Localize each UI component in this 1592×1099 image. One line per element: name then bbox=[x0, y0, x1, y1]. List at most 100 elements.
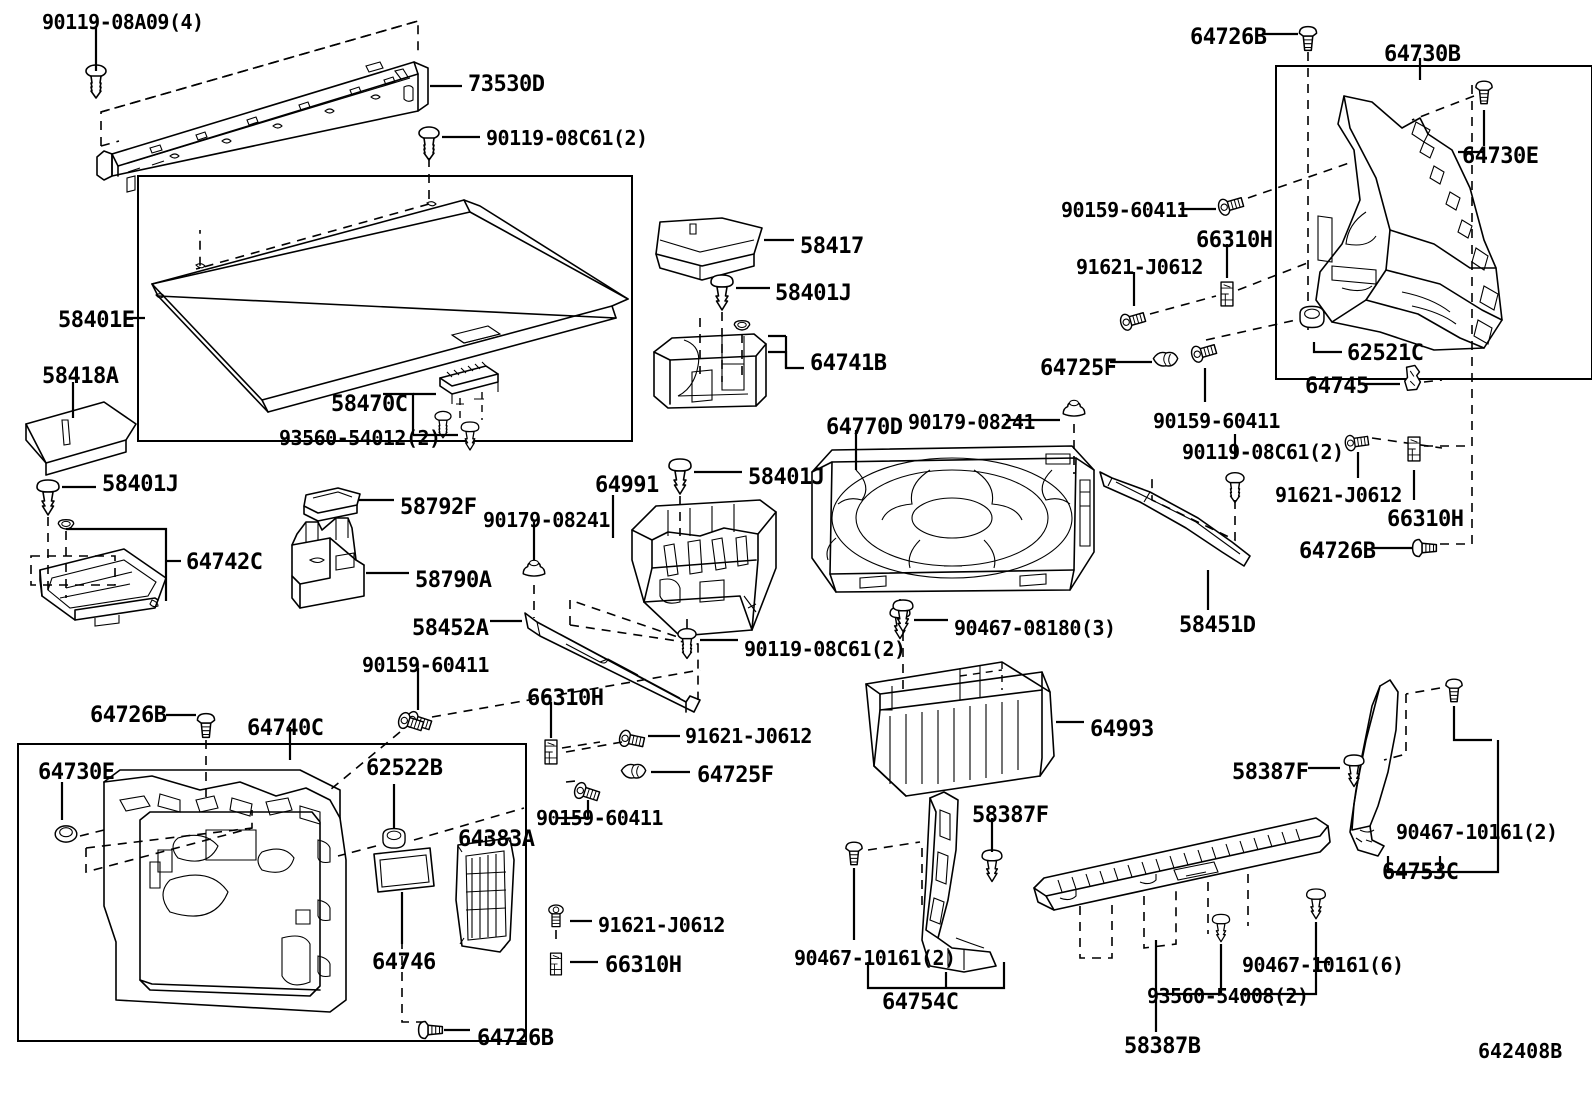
part-code-label-66310H: 66310H bbox=[527, 686, 604, 711]
part-code-label-58451D: 58451D bbox=[1179, 613, 1256, 638]
part-66310H-symbol-c bbox=[1220, 281, 1234, 307]
part-90179-08241-symbol-b bbox=[1062, 399, 1086, 417]
part-64730E-symbol-a bbox=[54, 825, 78, 843]
part-code-label-64383A: 64383A bbox=[458, 827, 535, 852]
part-code-label-9015960411: 90159-60411 bbox=[536, 806, 663, 830]
part-code-label-58401J: 58401J bbox=[748, 465, 825, 490]
part-62522B-symbol bbox=[382, 827, 406, 849]
part-90119-08C61-symbol-b bbox=[677, 627, 697, 660]
group-box-64730B bbox=[1275, 65, 1592, 380]
part-code-label-58790A: 58790A bbox=[415, 568, 492, 593]
group-box-58401E bbox=[137, 175, 633, 442]
part-58792F-shape bbox=[303, 487, 361, 522]
part-code-label-64741B: 64741B bbox=[810, 351, 887, 376]
part-64742C-shape bbox=[39, 548, 167, 627]
part-90159-60411-symbol-b bbox=[571, 780, 602, 805]
part-90467-10161-symbol-a bbox=[845, 841, 863, 866]
part-90119-08C61-symbol-top bbox=[418, 126, 440, 161]
part-code-label-90467101612: 90467-10161(2) bbox=[1396, 820, 1558, 844]
part-code-label-9015960411: 90159-60411 bbox=[362, 653, 489, 677]
part-code-label-66310H: 66310H bbox=[1196, 228, 1273, 253]
part-code-label-58417: 58417 bbox=[800, 234, 864, 259]
part-code-label-64730E: 64730E bbox=[38, 760, 115, 785]
part-58387F-symbol-a bbox=[981, 849, 1003, 883]
part-code-label-93560540122: 93560-54012(2) bbox=[279, 426, 441, 450]
part-code-label-62521C: 62521C bbox=[1347, 341, 1424, 366]
part-code-label-64726B: 64726B bbox=[1190, 25, 1267, 50]
part-code-label-58387F: 58387F bbox=[972, 803, 1049, 828]
part-code-label-58792F: 58792F bbox=[400, 495, 477, 520]
part-code-label-64726B: 64726B bbox=[1299, 539, 1376, 564]
part-90119-08C61-symbol-c bbox=[1225, 471, 1245, 504]
part-code-label-91621J0612: 91621-J0612 bbox=[1076, 255, 1203, 279]
part-93560-54008-symbol bbox=[1211, 913, 1231, 943]
part-64730B-shape bbox=[1315, 95, 1503, 351]
part-code-label-58401E: 58401E bbox=[58, 308, 135, 333]
part-90179-08241-symbol-a bbox=[522, 559, 546, 577]
part-64993-shape bbox=[865, 661, 1055, 797]
part-64741B-shape bbox=[653, 333, 767, 409]
part-code-label-91621J0612: 91621-J0612 bbox=[1275, 483, 1402, 507]
part-code-label-58387F: 58387F bbox=[1232, 760, 1309, 785]
part-64730E-symbol-b bbox=[1475, 80, 1493, 105]
part-code-label-64745: 64745 bbox=[1305, 374, 1369, 399]
group-box-64740C bbox=[17, 743, 527, 1042]
part-73530D-shape bbox=[96, 61, 429, 193]
part-58470C-shape bbox=[439, 361, 499, 420]
part-code-label-91621J0612: 91621-J0612 bbox=[598, 913, 725, 937]
part-91621-J0612-symbol-c bbox=[1118, 308, 1148, 333]
part-64991-shape bbox=[631, 499, 777, 637]
part-58387F-symbol-b bbox=[1343, 754, 1365, 788]
part-64746-shape bbox=[373, 847, 435, 893]
part-58401J-symbol-a bbox=[36, 479, 60, 516]
part-64726B-symbol-a bbox=[196, 712, 216, 739]
part-code-label-58418A: 58418A bbox=[42, 364, 119, 389]
part-code-label-64725F: 64725F bbox=[697, 763, 774, 788]
part-64754C-shape bbox=[921, 791, 997, 973]
part-code-label-64726B: 64726B bbox=[477, 1026, 554, 1051]
part-code-label-93560540082: 93560-54008(2) bbox=[1147, 984, 1309, 1008]
part-code-label-64742C: 64742C bbox=[186, 550, 263, 575]
part-62521C-symbol bbox=[1299, 305, 1325, 329]
part-code-label-58470C: 58470C bbox=[331, 392, 408, 417]
part-code-label-64730B: 64730B bbox=[1384, 42, 1461, 67]
part-code-label-64746: 64746 bbox=[372, 950, 436, 975]
part-code-label-66310H: 66310H bbox=[605, 953, 682, 978]
part-code-label-64725F: 64725F bbox=[1040, 356, 1117, 381]
part-code-label-66310H: 66310H bbox=[1387, 507, 1464, 532]
part-code-label-58401J: 58401J bbox=[102, 472, 179, 497]
part-code-label-64730E: 64730E bbox=[1462, 144, 1539, 169]
part-91621-J0612-symbol-b bbox=[548, 904, 564, 928]
part-code-label-64770D: 64770D bbox=[826, 415, 903, 440]
part-code-label-9011908C612: 90119-08C61(2) bbox=[486, 126, 648, 150]
part-64726B-symbol-d bbox=[1411, 538, 1438, 558]
part-58401J-symbol-b bbox=[710, 274, 734, 311]
part-code-label-64993: 64993 bbox=[1090, 717, 1154, 742]
part-58417-shape bbox=[655, 217, 763, 281]
part-90467-10161-symbol-b bbox=[1305, 888, 1327, 920]
sheet-code: 642408B bbox=[1478, 1039, 1563, 1063]
part-code-label-64740C: 64740C bbox=[247, 716, 324, 741]
part-64725F-symbol-b bbox=[1152, 351, 1179, 367]
part-64745-symbol bbox=[1403, 364, 1422, 392]
part-64741B-grommet bbox=[733, 319, 751, 331]
part-93560-54012-symbol-b bbox=[460, 421, 480, 451]
part-58790A-shape bbox=[291, 517, 365, 609]
part-64740C-shape bbox=[103, 769, 347, 1013]
part-66310H-symbol-b bbox=[549, 952, 563, 976]
part-58401E-shape bbox=[151, 199, 629, 413]
part-91621-J0612-symbol-d bbox=[1343, 432, 1370, 453]
part-code-label-9011908C612: 90119-08C61(2) bbox=[1182, 440, 1344, 464]
part-code-label-9011908A094: 90119-08A09(4) bbox=[42, 10, 204, 34]
part-code-label-64991: 64991 bbox=[595, 473, 659, 498]
part-code-label-9017908241: 90179-08241 bbox=[483, 508, 610, 532]
part-64726B-symbol-b bbox=[417, 1020, 444, 1040]
part-code-label-9015960411: 90159-60411 bbox=[1153, 409, 1280, 433]
part-64742C-grommet bbox=[57, 518, 75, 530]
part-64383A-shape bbox=[455, 837, 515, 953]
part-90159-60411-symbol-d bbox=[1216, 193, 1246, 218]
part-code-label-73530D: 73530D bbox=[468, 72, 545, 97]
part-66310H-symbol-a bbox=[544, 739, 558, 765]
part-58387B-shape bbox=[1033, 817, 1331, 911]
